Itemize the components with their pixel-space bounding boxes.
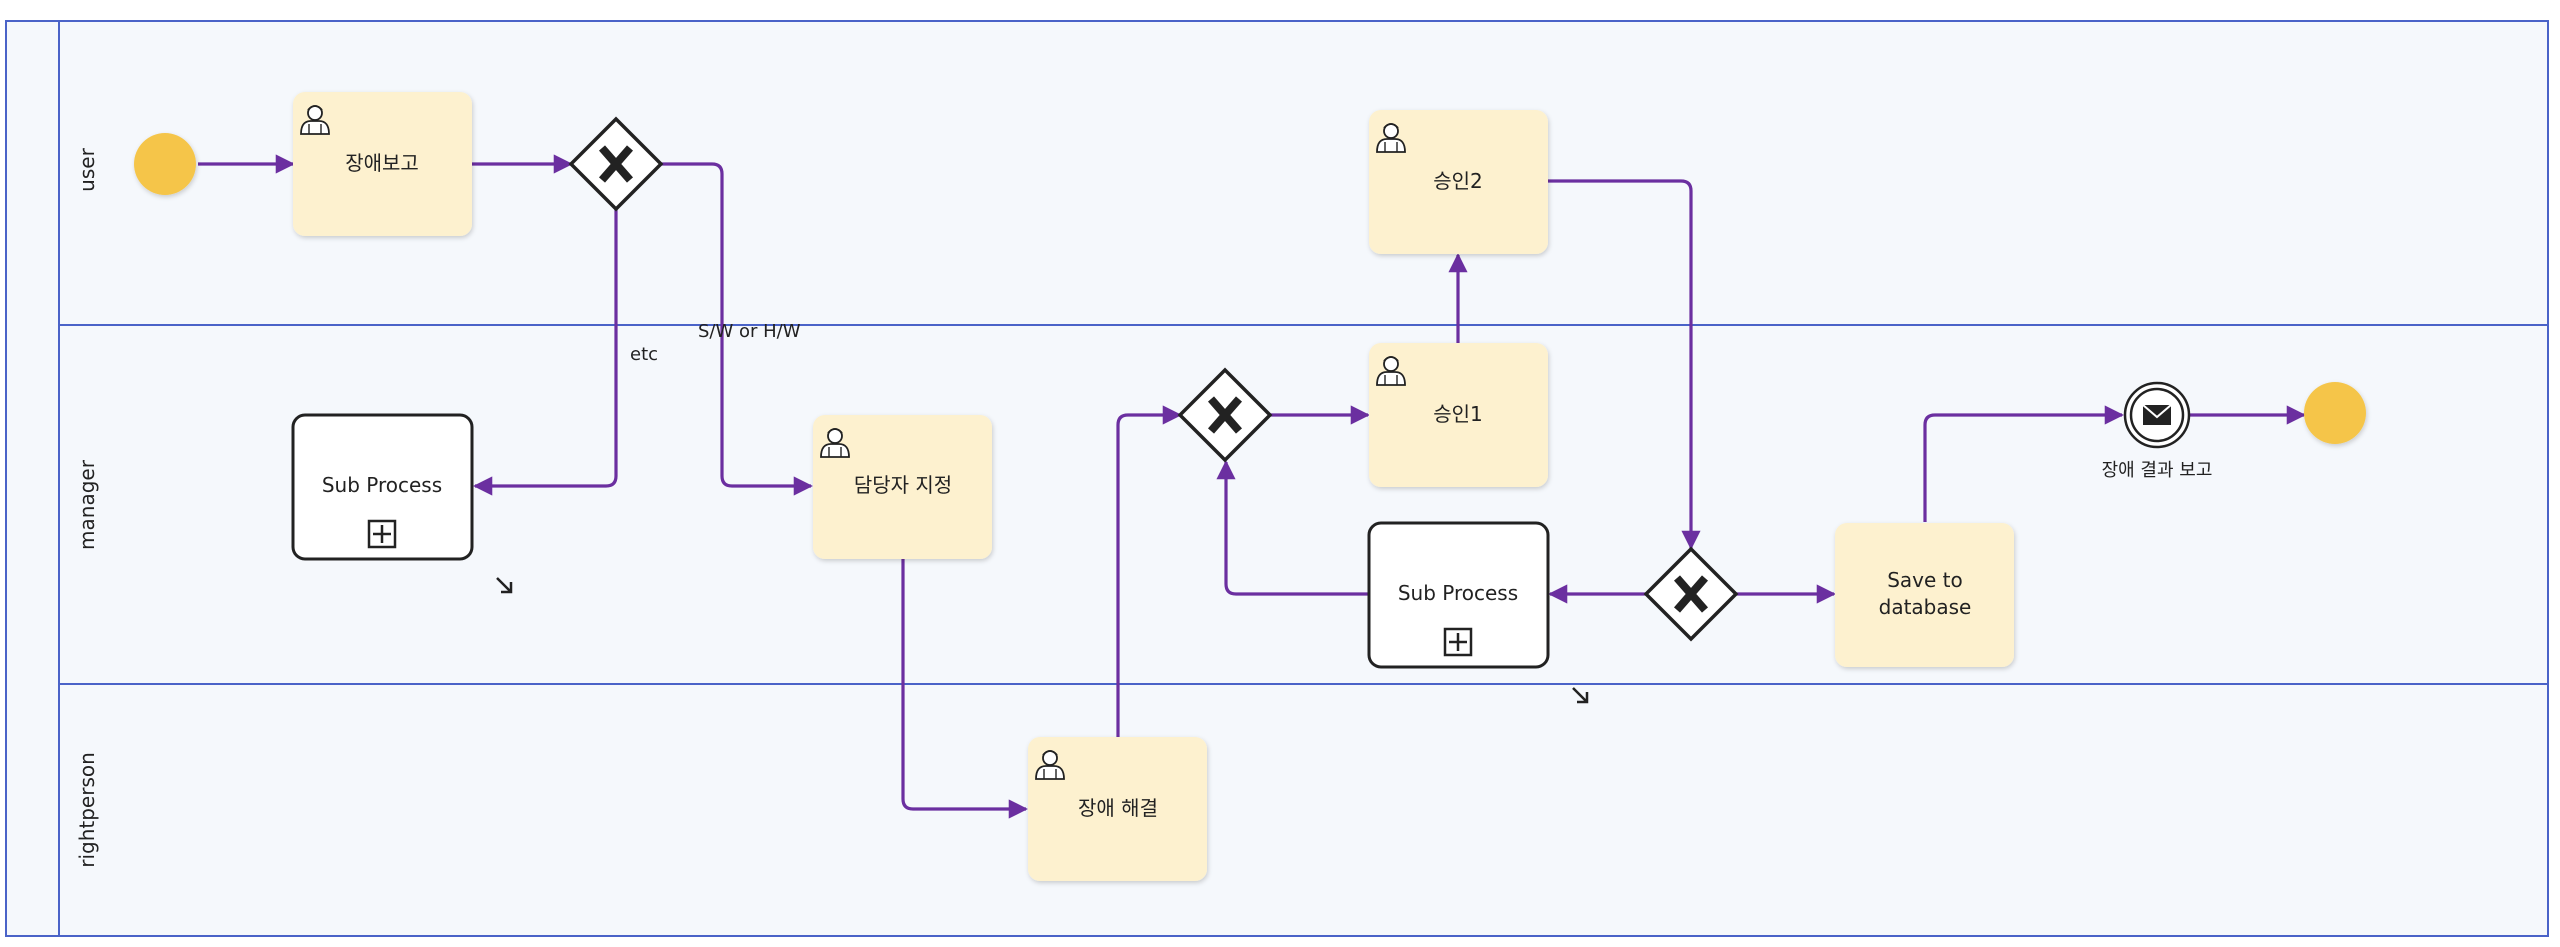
- plus-square-icon[interactable]: [367, 519, 397, 549]
- start-event[interactable]: [134, 133, 196, 195]
- task-approve2[interactable]: 승인2: [1369, 110, 1548, 254]
- task-approve2-label: 승인2: [1433, 169, 1483, 193]
- task-approve1-label: 승인1: [1433, 402, 1483, 426]
- exclusive-gateway-1[interactable]: [568, 116, 664, 212]
- flow-assign-to-resolve[interactable]: [901, 558, 1028, 819]
- x-icon: [1207, 396, 1243, 434]
- exclusive-gateway-2[interactable]: [1177, 367, 1273, 463]
- sequence-flows: [198, 154, 2306, 819]
- x-icon: [1673, 575, 1709, 613]
- exclusive-gateway-3[interactable]: [1643, 546, 1739, 642]
- flow-gateway1-to-assign[interactable]: [661, 162, 813, 496]
- end-event[interactable]: [2304, 382, 2366, 444]
- flow-resolve-to-gateway2[interactable]: [1116, 405, 1182, 737]
- flow-approve2-to-gateway3[interactable]: [1548, 179, 1701, 550]
- task-report[interactable]: 장애보고: [293, 92, 472, 236]
- arrow-down-right-icon[interactable]: [496, 577, 513, 594]
- task-save-label-line1: Save to: [1887, 568, 1963, 592]
- edge-label-sw-hw: S/W or H/W: [698, 321, 801, 342]
- task-save-to-database[interactable]: Save to database: [1835, 523, 2014, 667]
- message-event[interactable]: [2123, 381, 2191, 449]
- lane-label-rightperson[interactable]: rightperson: [75, 752, 99, 868]
- arrow-down-right-icon[interactable]: [1572, 687, 1589, 704]
- plus-square-icon[interactable]: [1443, 627, 1473, 657]
- task-resolve[interactable]: 장애 해결: [1028, 737, 1207, 881]
- task-report-label: 장애보고: [345, 151, 419, 175]
- message-event-label: 장애 결과 보고: [2102, 460, 2213, 481]
- task-save-label-line2: database: [1879, 595, 1972, 619]
- subprocess-right-label: Sub Process: [1398, 581, 1518, 605]
- subprocess-right[interactable]: Sub Process: [1367, 521, 1550, 669]
- task-approve1[interactable]: 승인1: [1369, 343, 1548, 487]
- envelope-icon: [2142, 404, 2172, 425]
- subprocess-left[interactable]: Sub Process: [291, 413, 474, 561]
- x-icon: [598, 145, 634, 183]
- lane-label-manager[interactable]: manager: [75, 459, 99, 550]
- task-assign-label: 담당자 지정: [854, 473, 952, 497]
- task-resolve-label: 장애 해결: [1078, 796, 1158, 820]
- flow-save-to-message[interactable]: [1923, 405, 2124, 522]
- task-assign[interactable]: 담당자 지정: [813, 415, 992, 559]
- subprocess-left-label: Sub Process: [322, 473, 442, 497]
- flow-gateway1-to-subprocess-left[interactable]: [473, 209, 618, 496]
- flow-subprocess-right-to-gateway2[interactable]: [1216, 460, 1368, 596]
- edge-label-etc: etc: [630, 344, 658, 365]
- lane-label-user[interactable]: user: [75, 147, 99, 191]
